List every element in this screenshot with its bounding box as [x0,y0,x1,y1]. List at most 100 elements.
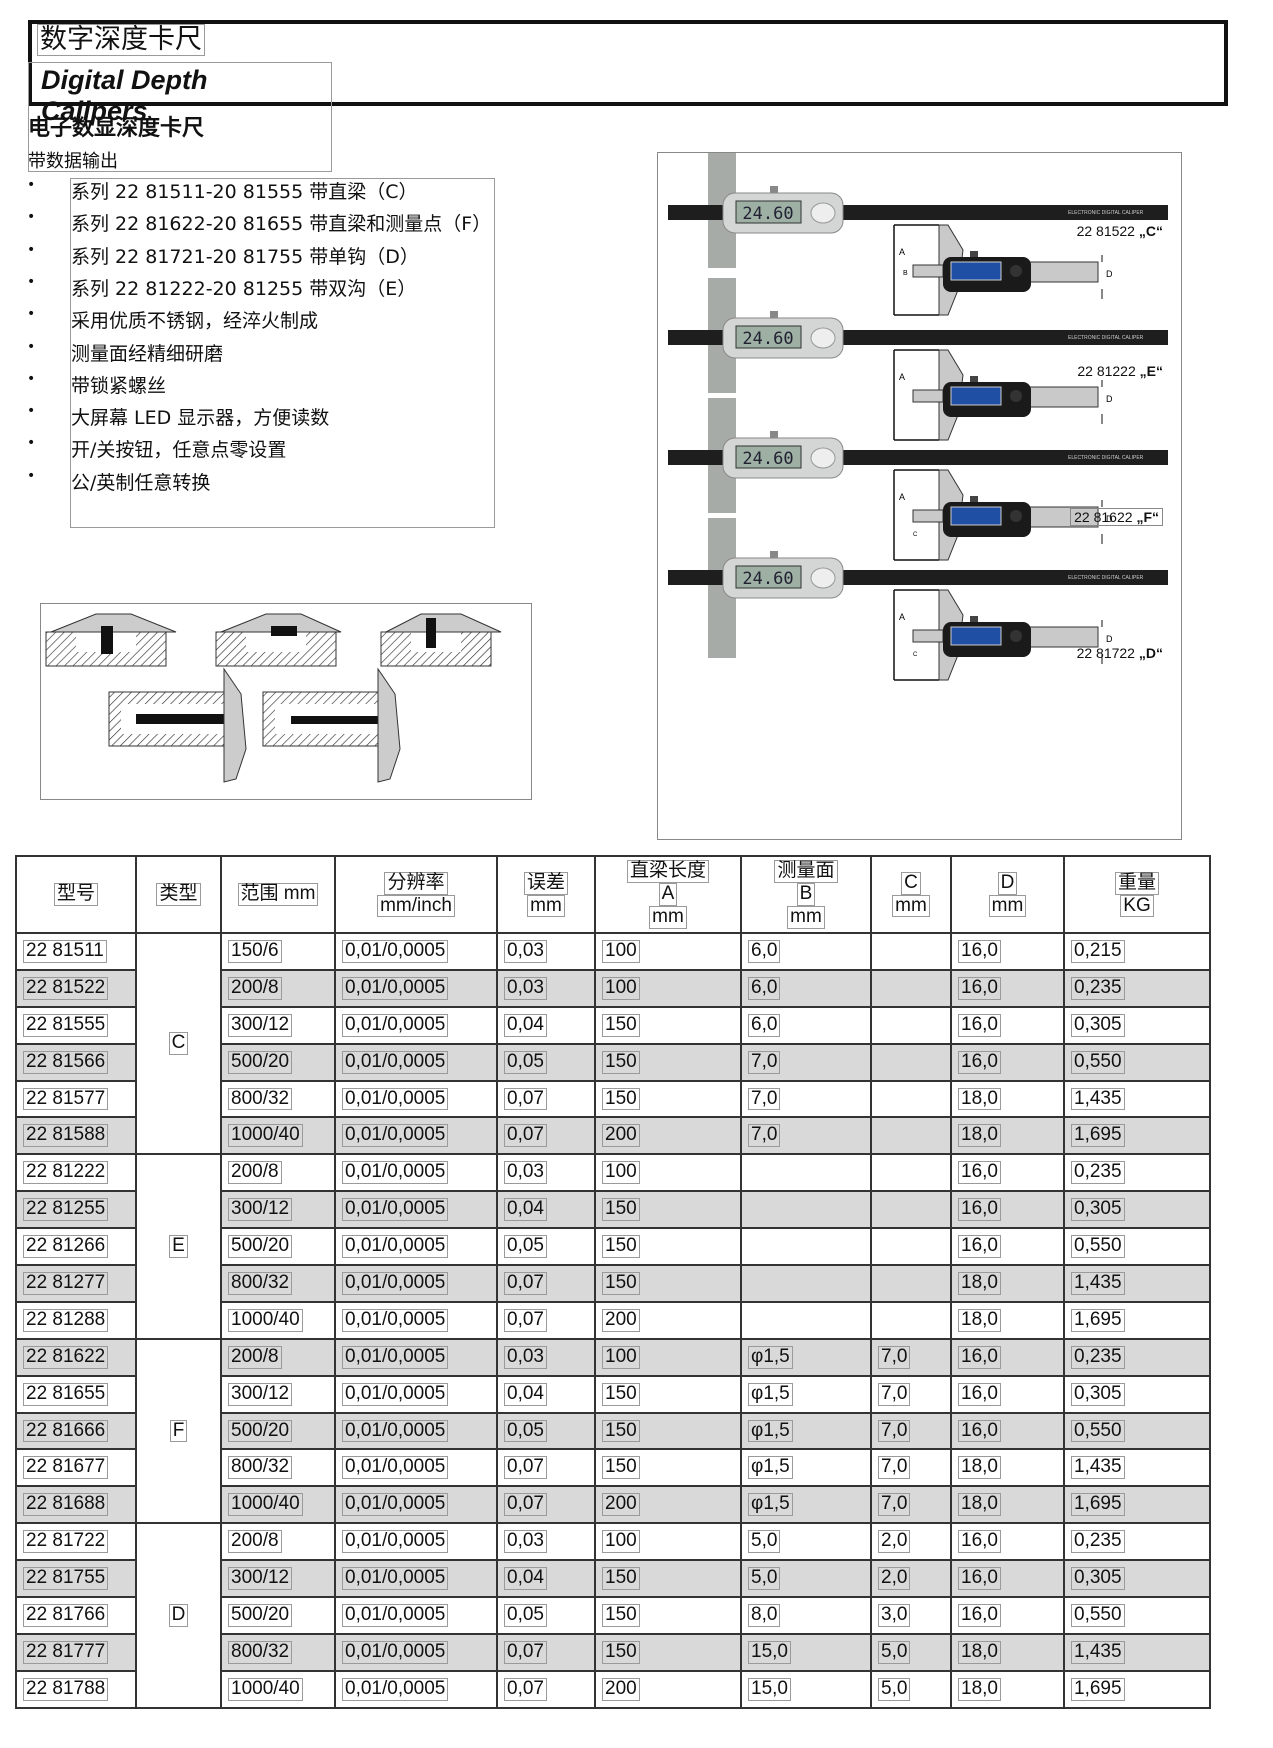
cell-text: 6,0 [748,976,781,1000]
table-cell: 0,05 [496,1042,596,1082]
table-cell: 0,01/0,0005 [334,1632,498,1672]
table-cell: 0,01/0,0005 [334,1374,498,1414]
header-text: 测量面 [774,860,838,884]
measure-diagram-1 [45,613,177,667]
svg-text:A: A [899,372,905,382]
table-cell: φ1,5 [740,1485,872,1525]
cell-text: 22 81222 [23,1161,109,1185]
table-cell: 800/32 [220,1079,336,1119]
cell-text: 0,01/0,0005 [342,1677,449,1701]
cell-text: 800/32 [228,1272,293,1295]
table-cell: 6,0 [740,968,872,1008]
table-cell: 100 [594,1337,742,1377]
table-cell: 7,0 [870,1485,952,1525]
cell-text: 18,0 [958,1087,1001,1111]
cell-text: 0,305 [1071,1382,1125,1406]
table-cell: 200/8 [220,1522,336,1562]
svg-text:A: A [899,247,905,257]
table-cell: 22 81788 [15,1669,137,1709]
bullet-icon: • [27,370,36,387]
svg-text:D: D [1106,394,1113,404]
table-cell: 16,0 [950,1005,1065,1045]
table-cell: 7,0 [740,1042,872,1082]
table-cell: 0,07 [496,1669,596,1709]
table-cell: 0,235 [1063,1337,1211,1377]
page-title-en: Digital Depth Calipers [28,62,332,172]
header-text: 范围 mm [237,883,319,906]
table-cell: 22 81266 [15,1227,137,1267]
cell-text: 150 [602,1640,640,1664]
column-header: 类型 [135,855,222,934]
schematic: A D [893,349,1113,441]
cell-text: 200 [602,1677,640,1701]
schematic: A D C [893,589,1113,681]
table-cell: 300/12 [220,1190,336,1230]
cell-text: 22 81255 [23,1198,109,1222]
table-cell: 22 81277 [15,1264,137,1303]
header-text: B [796,883,816,906]
cell-text: 16,0 [958,1382,1001,1406]
cell-text: 0,305 [1071,1567,1125,1591]
cell-text: 0,550 [1071,1419,1125,1443]
cell-text: 0,03 [504,1345,547,1369]
type-text: C [168,1032,189,1056]
cell-text: 8,0 [748,1604,781,1627]
table-cell: 16,0 [950,1559,1065,1599]
table-cell: 22 81255 [15,1190,137,1230]
cell-text: 0,01/0,0005 [342,1382,449,1406]
cell-text: 22 81266 [23,1235,109,1259]
cell-text: 200/8 [228,1161,282,1185]
cell-text: 22 81277 [23,1272,109,1295]
cell-text: 0,04 [504,1382,547,1406]
table-cell: 18,0 [950,1448,1065,1488]
cell-text: 150 [602,1382,640,1406]
table-cell: 150 [594,1042,742,1082]
cell-text: 16,0 [958,1198,1001,1222]
table-cell: 0,215 [1063,932,1211,971]
table-cell [740,1190,872,1230]
cell-text: 22 81522 [23,976,109,1000]
table-cell: 150 [594,1374,742,1414]
product-figure: 24.60 ELECTRONIC DIGITAL CALIPER A D B 2… [657,152,1182,840]
cell-text: 0,03 [504,1530,547,1554]
feature-text: 公/英制任意转换 [71,471,211,494]
cell-text: 0,01/0,0005 [342,1235,449,1259]
header-text: 重量 [1114,871,1159,895]
table-cell: 1,435 [1063,1264,1211,1303]
table-cell: 22 81288 [15,1300,137,1340]
table-cell: 0,01/0,0005 [334,1190,498,1230]
caliper-photo: 24.60 ELECTRONIC DIGITAL CALIPER [668,518,1168,658]
cell-text: 0,03 [504,940,547,963]
table-cell: 1,695 [1063,1669,1211,1709]
cell-text: 300/12 [228,1198,293,1222]
type-cell: F [135,1337,222,1525]
table-cell: 16,0 [950,1042,1065,1082]
table-cell: 0,04 [496,1190,596,1230]
cell-text: 16,0 [958,1050,1001,1074]
cell-text: φ1,5 [748,1419,793,1443]
cell-text: φ1,5 [748,1345,793,1369]
cell-text: 150 [602,1419,640,1443]
bullet-icon: • [27,177,36,193]
caliper-photo: 24.60 ELECTRONIC DIGITAL CALIPER [668,153,1168,268]
cell-text: 22 81566 [23,1050,109,1074]
cell-text: 0,550 [1071,1050,1125,1074]
cell-text: 150/6 [228,940,282,963]
table-cell: 22 81666 [15,1411,137,1451]
cell-text: 0,01/0,0005 [342,1640,449,1664]
table-cell: 150 [594,1411,742,1451]
cell-text: 16,0 [958,1604,1001,1627]
table-cell: 100 [594,1522,742,1562]
cell-text: 7,0 [878,1493,911,1517]
cell-text: 300/12 [228,1567,293,1591]
table-cell: 0,05 [496,1411,596,1451]
measure-diagram-4 [108,667,247,783]
table-cell: 0,235 [1063,1153,1211,1193]
cell-text: 150 [602,1235,640,1259]
measure-diagram-3 [380,613,502,667]
